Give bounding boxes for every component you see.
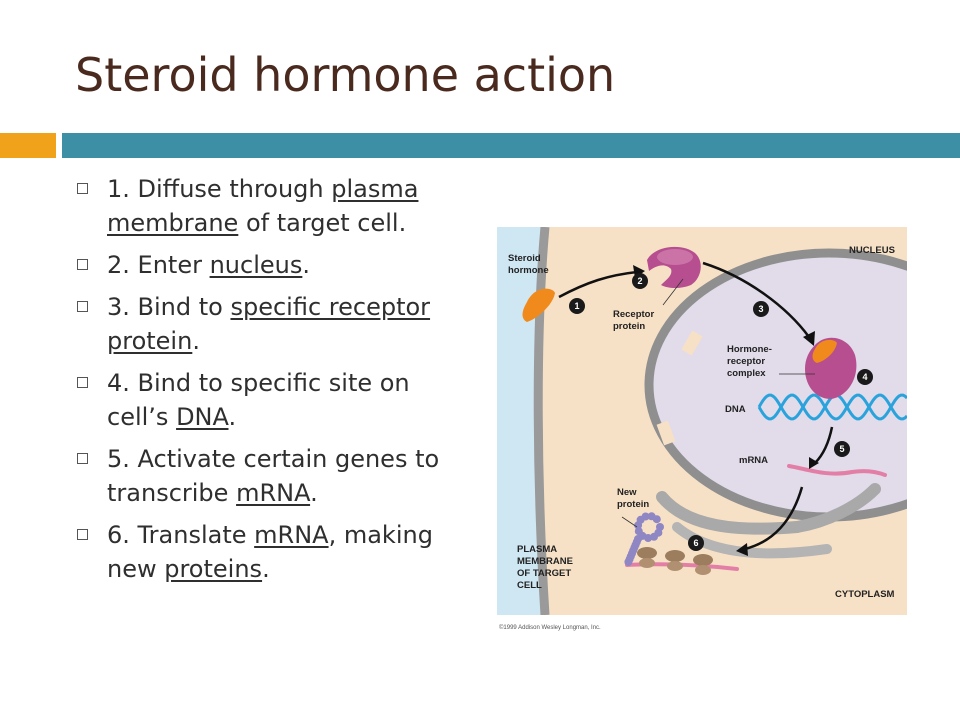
bullet-text: 3. Bind to [107, 293, 231, 321]
ribosome [637, 547, 657, 559]
bullet-text: of target cell. [238, 209, 407, 237]
bullet-key-term: DNA [176, 403, 229, 431]
bullet-item: 3. Bind to specific receptor protein. [75, 290, 475, 358]
ribosome-subunit [639, 558, 655, 568]
label-complex-2: receptor [727, 356, 765, 367]
bullet-square-icon [77, 377, 88, 388]
bullet-square-icon [77, 183, 88, 194]
amino-acid-bead [634, 527, 643, 536]
bullet-square-icon [77, 529, 88, 540]
step-number: 5 [839, 444, 844, 454]
copyright-text: ©1999 Addison Wesley Longman, Inc. [499, 624, 601, 631]
plasma-membrane [533, 227, 550, 615]
arrow-translation [744, 486, 804, 551]
steroid-hormone-diagram: Steroid hormone Receptor protein Hormone… [497, 227, 907, 631]
label-mrna: mRNA [739, 455, 768, 466]
bullet-item: 4. Bind to specific site on cell’s DNA. [75, 366, 475, 434]
bullet-key-term: specific receptor protein [107, 293, 431, 355]
bullet-text: 1. Diffuse through [107, 175, 332, 203]
er-membrane [656, 491, 803, 535]
label-receptor-protein-2: protein [613, 321, 645, 332]
bullet-text: 5. Activate certain genes to transcribe [107, 445, 440, 507]
label-dna: DNA [725, 404, 746, 415]
label-complex-1: Hormone- [727, 344, 772, 355]
step-marker-circle [857, 369, 873, 385]
step-number: 4 [862, 372, 867, 382]
bullet-text: 6. Translate [107, 521, 255, 549]
step-marker-circle [753, 301, 769, 317]
new-protein-chain [624, 512, 664, 566]
bullet-text: 2. Enter [107, 251, 210, 279]
label-complex-3: complex [727, 368, 766, 379]
step-marker-circle [834, 441, 850, 457]
bullet-item: 2. Enter nucleus. [75, 248, 475, 282]
label-new-protein-2: protein [617, 499, 649, 510]
bullet-square-icon [77, 453, 88, 464]
ribosome [665, 550, 685, 562]
bullet-text: , making new [107, 521, 433, 583]
bullet-item: 5. Activate certain genes to transcribe … [75, 442, 475, 510]
step-number: 6 [693, 538, 698, 548]
bullet-key-term: proteins [164, 555, 263, 583]
amino-acid-bead [652, 515, 661, 524]
label-plasma-membrane-4: CELL [517, 580, 542, 591]
step-marker-circle [632, 273, 648, 289]
bullet-text: . [262, 555, 270, 583]
step-number: 3 [758, 304, 763, 314]
label-nucleus: NUCLEUS [849, 245, 895, 256]
step-marker-circle [688, 535, 704, 551]
bullet-key-term: plasma membrane [107, 175, 419, 237]
bullet-key-term: mRNA [254, 521, 329, 549]
arrow-to-nucleus [702, 261, 811, 338]
bullet-list: 1. Diffuse through plasma membrane of ta… [75, 172, 475, 594]
label-cytoplasm: CYTOPLASM [835, 589, 895, 600]
dna-strand-2 [757, 393, 907, 421]
bullet-text: . [302, 251, 310, 279]
bullet-square-icon [77, 259, 88, 270]
label-steroid-hormone-1: Steroid [508, 253, 541, 264]
label-receptor-protein-1: Receptor [613, 309, 654, 320]
step-number: 1 [574, 301, 579, 311]
steroid-hormone-molecule [522, 288, 555, 322]
bullet-square-icon [77, 301, 88, 312]
bullet-text: . [310, 479, 318, 507]
label-plasma-membrane-3: OF TARGET [517, 568, 571, 579]
amino-acid-bead [641, 512, 650, 521]
accent-bar-orange [0, 133, 56, 158]
ribosome [693, 554, 713, 566]
label-plasma-membrane-2: MEMBRANE [517, 556, 573, 567]
label-plasma-membrane-1: PLASMA [517, 544, 557, 555]
ribosome-subunit [695, 565, 711, 575]
arrow-to-receptor [558, 270, 638, 299]
bullet-item: 1. Diffuse through plasma membrane of ta… [75, 172, 475, 240]
ribosome-subunit [667, 561, 683, 571]
bullet-text: . [192, 327, 200, 355]
step-number: 2 [637, 276, 642, 286]
bullet-key-term: nucleus [209, 251, 303, 279]
slide-title: Steroid hormone action [75, 48, 616, 102]
arrow-transcription [814, 426, 834, 464]
bullet-text: 4. Bind to specific site on cell’s [107, 369, 410, 431]
bullet-item: 6. Translate mRNA, making new proteins. [75, 518, 475, 586]
ribosomes [637, 547, 713, 575]
mrna-strand [787, 464, 887, 477]
accent-bar-teal [62, 133, 960, 158]
label-steroid-hormone-2: hormone [508, 265, 549, 276]
label-new-protein-1: New [617, 487, 637, 498]
bullet-text: . [228, 403, 237, 431]
step-marker-circle [569, 298, 585, 314]
step-markers: 1 2 3 4 5 6 [569, 273, 873, 551]
amino-acid-bead [624, 558, 633, 566]
bullet-key-term: mRNA [236, 479, 311, 507]
